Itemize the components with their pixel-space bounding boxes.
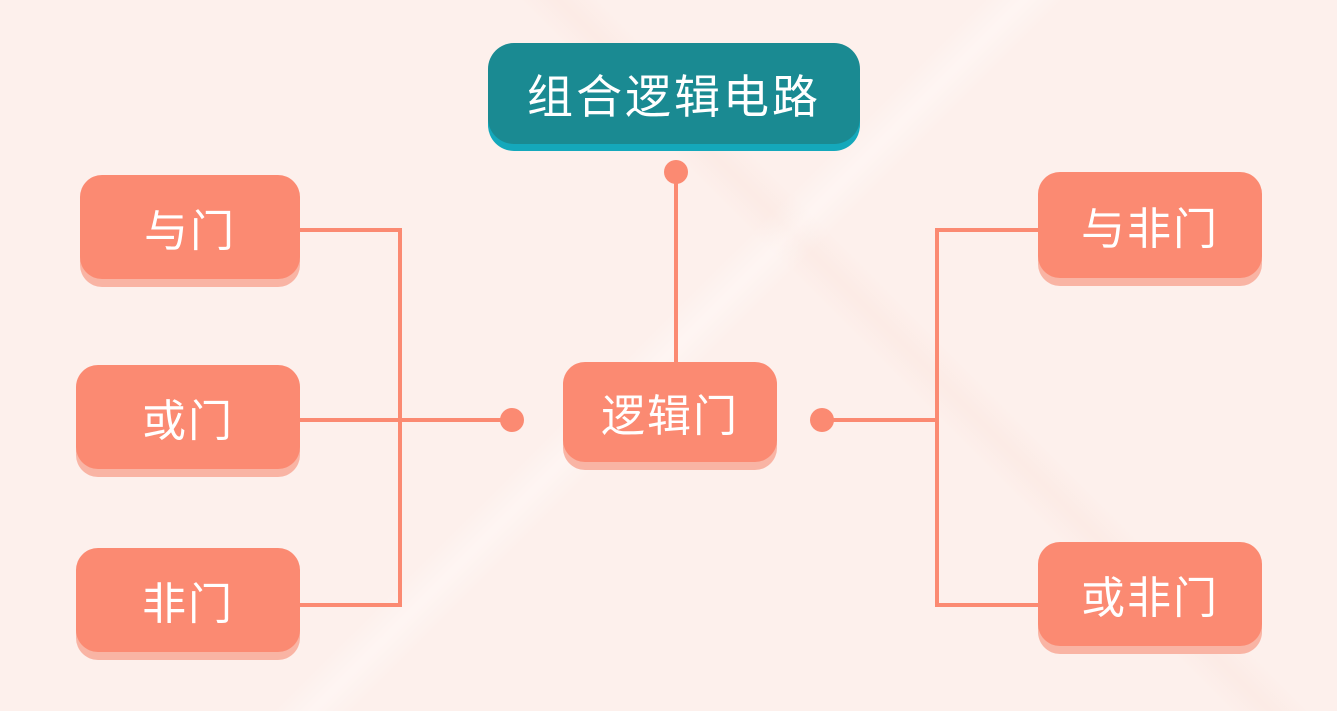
title-node: 组合逻辑电路 xyxy=(488,43,860,144)
connector xyxy=(300,418,512,422)
connector xyxy=(822,418,939,422)
connector xyxy=(398,228,402,607)
right-node-nor: 或非门 xyxy=(1038,542,1262,646)
connector xyxy=(674,172,678,364)
connector xyxy=(300,603,402,607)
left-node-or: 或门 xyxy=(76,365,300,469)
connector xyxy=(300,228,402,232)
connector xyxy=(935,603,1040,607)
connector-dot xyxy=(500,408,524,432)
right-node-nand: 与非门 xyxy=(1038,172,1262,278)
center-node: 逻辑门 xyxy=(563,362,777,462)
left-node-not: 非门 xyxy=(76,548,300,652)
connector xyxy=(935,228,939,607)
connector xyxy=(935,228,1040,232)
connector-dot xyxy=(664,160,688,184)
left-node-and: 与门 xyxy=(80,175,300,279)
